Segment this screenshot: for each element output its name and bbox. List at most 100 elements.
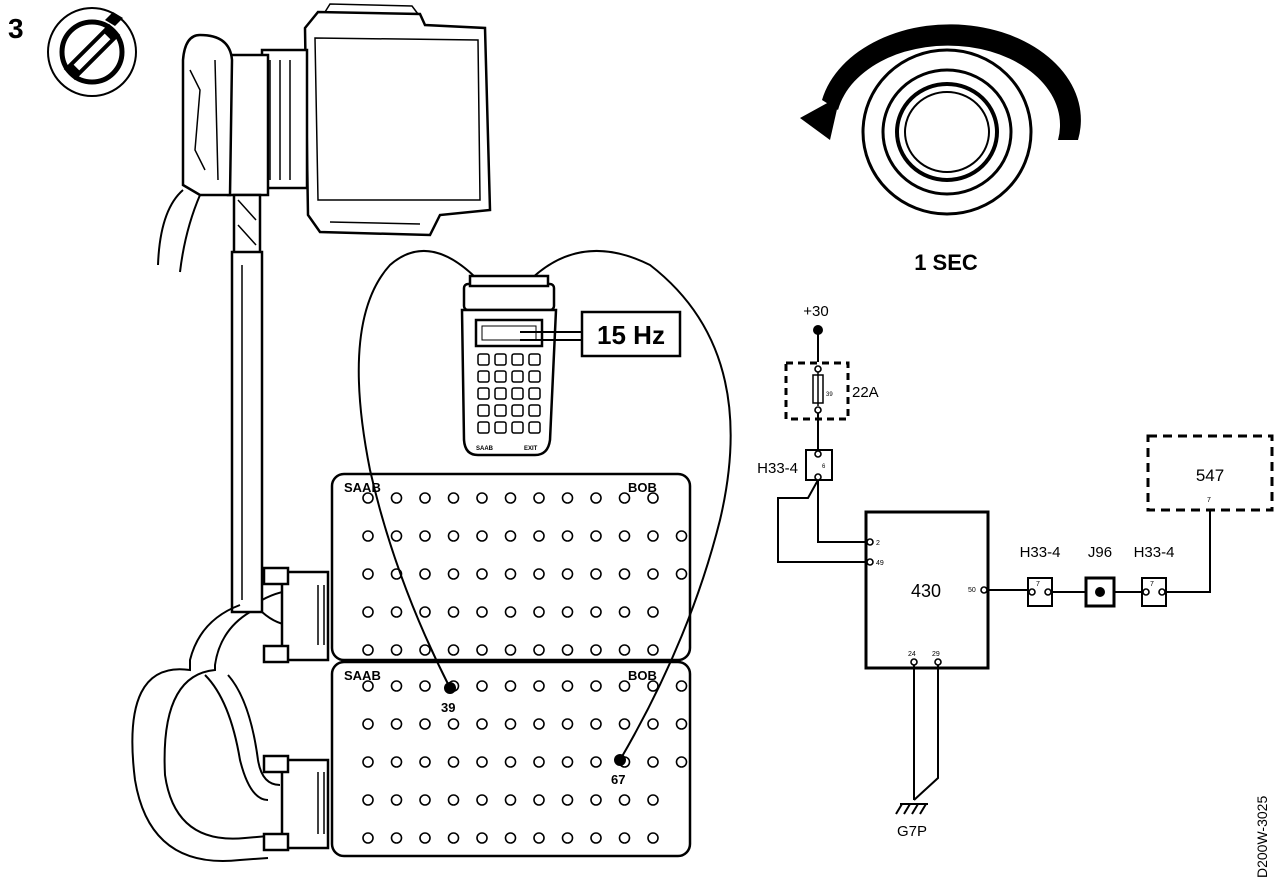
keypad-key: [477, 421, 490, 434]
bob-pin: [419, 492, 431, 504]
svg-text:6: 6: [822, 464, 826, 470]
bob-pin: [533, 492, 545, 504]
probe-lead-pin-39: [357, 250, 481, 689]
bob-pin: [476, 794, 488, 806]
bob-lower-model: BOB: [628, 668, 657, 683]
bob-pin: [618, 644, 631, 656]
bob-pin: [590, 530, 602, 542]
bob-pin: [476, 718, 488, 730]
keypad-key: [511, 353, 524, 366]
figure-id: D200W-3025: [1254, 796, 1270, 878]
bob-pin: [561, 680, 574, 692]
bob-pin: [390, 718, 403, 730]
keypad-key: [494, 387, 507, 400]
breakout-box-upper: SAAB BOB: [330, 472, 692, 662]
bob-pin: [504, 530, 517, 542]
bob-pin: [362, 718, 374, 730]
pin-grid-lower: [362, 680, 688, 844]
bob-pin: [447, 756, 460, 768]
bob-pin: [561, 644, 574, 656]
svg-text:24: 24: [908, 651, 916, 658]
harness-cable-illustration: [131, 33, 301, 862]
bob-connector-upper: [262, 566, 330, 664]
bob-pin: [618, 492, 631, 504]
bob-pin: [590, 718, 602, 730]
bob-pin: [419, 680, 431, 692]
bob-pin: [561, 832, 574, 844]
bob-pin: [618, 568, 631, 580]
bob-pin: [618, 606, 631, 618]
bob-pin: [647, 756, 659, 768]
bob-pin: [476, 832, 488, 844]
bob-pin: [533, 794, 545, 806]
bob-pin: [533, 718, 545, 730]
keypad-key: [511, 370, 524, 383]
keypad-key: [511, 387, 524, 400]
step-number: 3: [8, 13, 24, 44]
keypad-key: [528, 387, 541, 400]
keypad-key: [528, 353, 541, 366]
keypad-key: [494, 404, 507, 417]
connector-3-label: H33-4: [1134, 544, 1175, 561]
bob-pin: [447, 606, 460, 618]
bob-pin: [561, 606, 574, 618]
bob-pin: [476, 568, 488, 580]
bob-pin: [476, 680, 488, 692]
svg-text:29: 29: [932, 651, 940, 658]
bob-pin: [533, 644, 545, 656]
bob-pin: [476, 492, 488, 504]
bob-pin: [504, 680, 517, 692]
bob-pin: [647, 492, 659, 504]
bob-pin: [561, 794, 574, 806]
bob-pin: [362, 606, 374, 618]
rotation-label: 1 SEC: [914, 250, 978, 275]
bob-pin: [533, 530, 545, 542]
bob-pin: [476, 644, 488, 656]
rotation-arrow-icon: [800, 96, 840, 140]
probe-tip-pin-67: [614, 754, 626, 766]
bob-pin: [390, 644, 403, 656]
connector-2-label: H33-4: [1020, 544, 1061, 561]
bob-pin: [447, 832, 460, 844]
bob-pin: [618, 794, 631, 806]
bob-pin: [419, 794, 431, 806]
bob-pin: [647, 644, 659, 656]
bob-pin: [504, 644, 517, 656]
bob-pin: [504, 756, 517, 768]
bob-pin: [362, 644, 374, 656]
module-547: [1146, 434, 1274, 512]
junction-label: J96: [1088, 544, 1112, 561]
bob-pin: [419, 718, 431, 730]
bob-pin: [447, 530, 460, 542]
bob-pin: [362, 794, 374, 806]
keypad-key: [477, 353, 490, 366]
bob-pin: [362, 492, 374, 504]
bob-pin: [476, 756, 488, 768]
keypad-key: [511, 404, 524, 417]
svg-text:7: 7: [1150, 581, 1154, 588]
bob-pin: [504, 718, 517, 730]
bob-pin: [590, 568, 602, 580]
module-430-label: 430: [911, 581, 941, 601]
bob-pin: [447, 568, 460, 580]
fuse-pin-label: 39: [826, 392, 833, 398]
bob-pin: [675, 756, 688, 768]
rotation-knob-illustration: [800, 24, 1081, 216]
control-module-illustration: [226, 3, 492, 237]
bob-pin: [504, 568, 517, 580]
scan-tool-readout: 15 Hz: [520, 310, 682, 358]
keypad-key: [528, 404, 541, 417]
keypad-key: [477, 370, 490, 383]
bob-pin: [675, 680, 688, 692]
bob-pin: [618, 832, 631, 844]
bob-pin: [447, 644, 460, 656]
bob-pin: [447, 794, 460, 806]
bob-pin: [390, 794, 403, 806]
bob-connector-lower: [262, 754, 330, 852]
bob-pin: [561, 756, 574, 768]
keypad-key: [477, 387, 490, 400]
bob-pin: [618, 718, 631, 730]
bob-pin: [419, 606, 431, 618]
svg-text:SAAB: SAAB: [476, 446, 494, 452]
